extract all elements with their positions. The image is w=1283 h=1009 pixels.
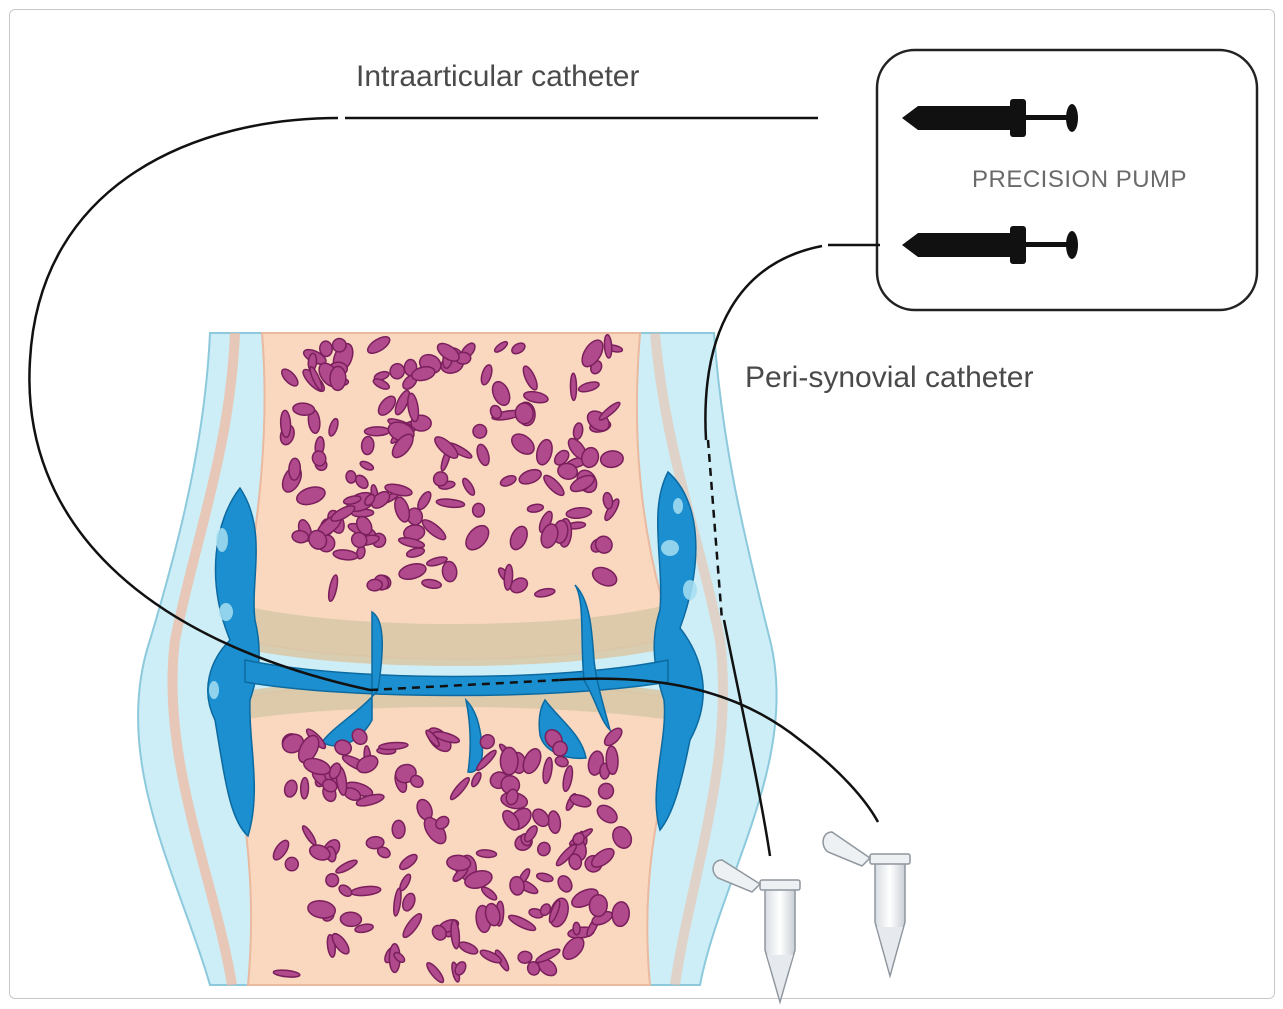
trabecular-pore <box>367 579 383 591</box>
trabecular-pore <box>570 373 576 400</box>
trabecular-pore <box>330 366 346 390</box>
collection-tube-icon <box>823 832 910 976</box>
trabecular-pore <box>340 912 362 927</box>
collection-tube-icon <box>713 860 800 1002</box>
trabecular-pore <box>392 820 405 838</box>
trabecular-pore <box>345 470 356 484</box>
trabecular-pore <box>325 873 339 887</box>
trabecular-pore <box>288 458 301 480</box>
trabecular-pore <box>285 857 298 870</box>
trabecular-pore <box>473 503 485 517</box>
trabecular-pore <box>515 403 534 425</box>
trabecular-pore <box>319 341 333 357</box>
precision-pump-label: PRECISION PUMP <box>972 166 1187 194</box>
trabecular-pore <box>500 747 518 774</box>
intraarticular-catheter-label: Intraarticular catheter <box>356 60 639 94</box>
trabecular-pore <box>300 777 309 798</box>
trabecular-pore <box>589 894 608 917</box>
trabecular-pore <box>573 922 581 935</box>
trabecular-pore <box>364 427 389 436</box>
peri-synovial-catheter-label: Peri-synovial catheter <box>745 361 1033 395</box>
